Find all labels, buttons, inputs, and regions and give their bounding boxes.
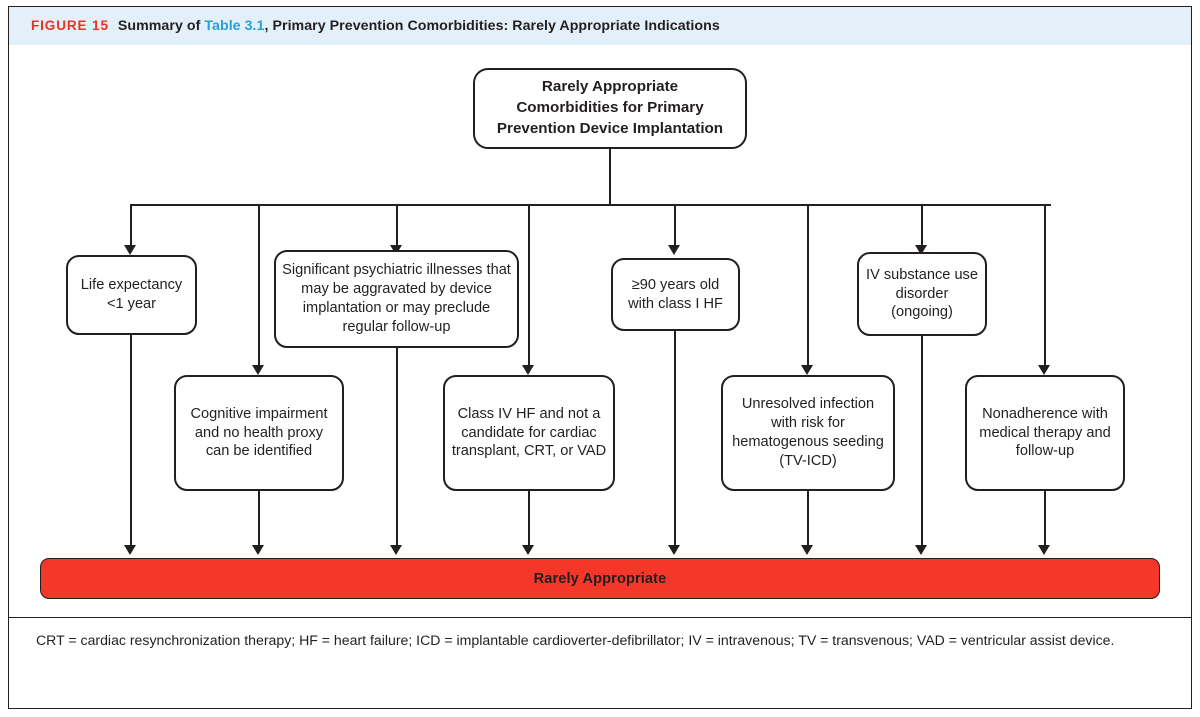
- node-nonadherence-text: Nonadherence with medical therapy and fo…: [979, 405, 1111, 460]
- node-psychiatric-text: Significant psychiatric illnesses that m…: [282, 262, 511, 335]
- node-life-expectancy[interactable]: Life expectancy <1 year: [66, 255, 197, 335]
- node-class-iv-hf-transplant[interactable]: Class IV HF and not a candidate for card…: [443, 375, 615, 491]
- connector-bus-to-age-90: [674, 204, 676, 249]
- node-age-90-class-i-hf[interactable]: ≥90 years old with class I HF: [611, 258, 740, 331]
- arrowhead-result-nonadherence: [1038, 545, 1050, 555]
- figure-title: Summary of Table 3.1, Primary Prevention…: [118, 18, 720, 34]
- result-bar-label: Rarely Appropriate: [533, 570, 667, 587]
- connector-bus-to-nonadherence: [1044, 204, 1046, 369]
- arrowhead-result-unresolved-infection: [801, 545, 813, 555]
- node-iv-substance-text: IV substance use disorder (ongoing): [866, 266, 978, 321]
- connector-bus-to-cognitive: [258, 204, 260, 369]
- node-iv-substance-use-disorder[interactable]: IV substance use disorder (ongoing): [857, 252, 987, 336]
- arrowhead-age-90: [668, 245, 680, 255]
- arrowhead-class-iv-hf: [522, 365, 534, 375]
- connector-psychiatric-to-result: [396, 348, 398, 548]
- arrowhead-nonadherence: [1038, 365, 1050, 375]
- connector-bus-to-life-expectancy: [130, 204, 132, 249]
- node-significant-psychiatric-illnesses[interactable]: Significant psychiatric illnesses that m…: [274, 250, 519, 348]
- node-class-iv-hf-text: Class IV HF and not a candidate for card…: [451, 405, 607, 460]
- node-age-90-text: ≥90 years old with class I HF: [628, 276, 723, 312]
- figure-footnote: CRT = cardiac resynchronization therapy;…: [36, 632, 1115, 648]
- arrowhead-iv-substance: [915, 245, 927, 255]
- arrowhead-result-life-expectancy: [124, 545, 136, 555]
- table-reference-link[interactable]: Table 3.1: [204, 18, 265, 34]
- arrowhead-result-age-90: [668, 545, 680, 555]
- connector-bus-to-psychiatric: [396, 204, 398, 249]
- connector-life-expectancy-to-result: [130, 335, 132, 548]
- node-life-expectancy-text: Life expectancy <1 year: [80, 277, 183, 312]
- arrowhead-result-class-iv-hf: [522, 545, 534, 555]
- connector-bus-to-iv-substance: [921, 204, 923, 249]
- connector-nonadherence-to-result: [1044, 491, 1046, 548]
- arrowhead-result-psychiatric: [390, 545, 402, 555]
- figure-header-inner: FIGURE 15 Summary of Table 3.1, Primary …: [9, 18, 720, 34]
- connector-bus-to-class-iv-hf: [528, 204, 530, 369]
- figure-title-part-after: , Primary Prevention Comorbidities: Rare…: [264, 18, 720, 34]
- connector-unresolved-infection-to-result: [807, 491, 809, 548]
- footnote-divider: [9, 617, 1191, 619]
- connector-iv-substance-to-result: [921, 336, 923, 548]
- node-nonadherence[interactable]: Nonadherence with medical therapy and fo…: [965, 375, 1125, 491]
- figure-number-label: FIGURE 15: [31, 18, 109, 33]
- node-cognitive-impairment[interactable]: Cognitive impairment and no health proxy…: [174, 375, 344, 491]
- connector-class-iv-hf-to-result: [528, 491, 530, 548]
- figure-header-band: FIGURE 15 Summary of Table 3.1, Primary …: [9, 7, 1191, 45]
- arrowhead-unresolved-infection: [801, 365, 813, 375]
- connector-root-stem: [609, 149, 611, 205]
- connector-age-90-to-result: [674, 331, 676, 548]
- arrowhead-cognitive: [252, 365, 264, 375]
- result-bar-rarely-appropriate[interactable]: Rarely Appropriate: [40, 558, 1160, 599]
- arrowhead-life-expectancy: [124, 245, 136, 255]
- node-unresolved-infection[interactable]: Unresolved infection with risk for hemat…: [721, 375, 895, 491]
- connector-distribution-bus: [131, 204, 1051, 206]
- node-cognitive-text: Cognitive impairment and no health proxy…: [190, 405, 328, 460]
- connector-bus-to-unresolved-infection: [807, 204, 809, 369]
- node-unresolved-infection-text: Unresolved infection with risk for hemat…: [732, 396, 884, 469]
- arrowhead-result-iv-substance: [915, 545, 927, 555]
- arrowhead-result-cognitive: [252, 545, 264, 555]
- figure-title-part-before: Summary of: [117, 18, 205, 34]
- connector-cognitive-to-result: [258, 491, 260, 548]
